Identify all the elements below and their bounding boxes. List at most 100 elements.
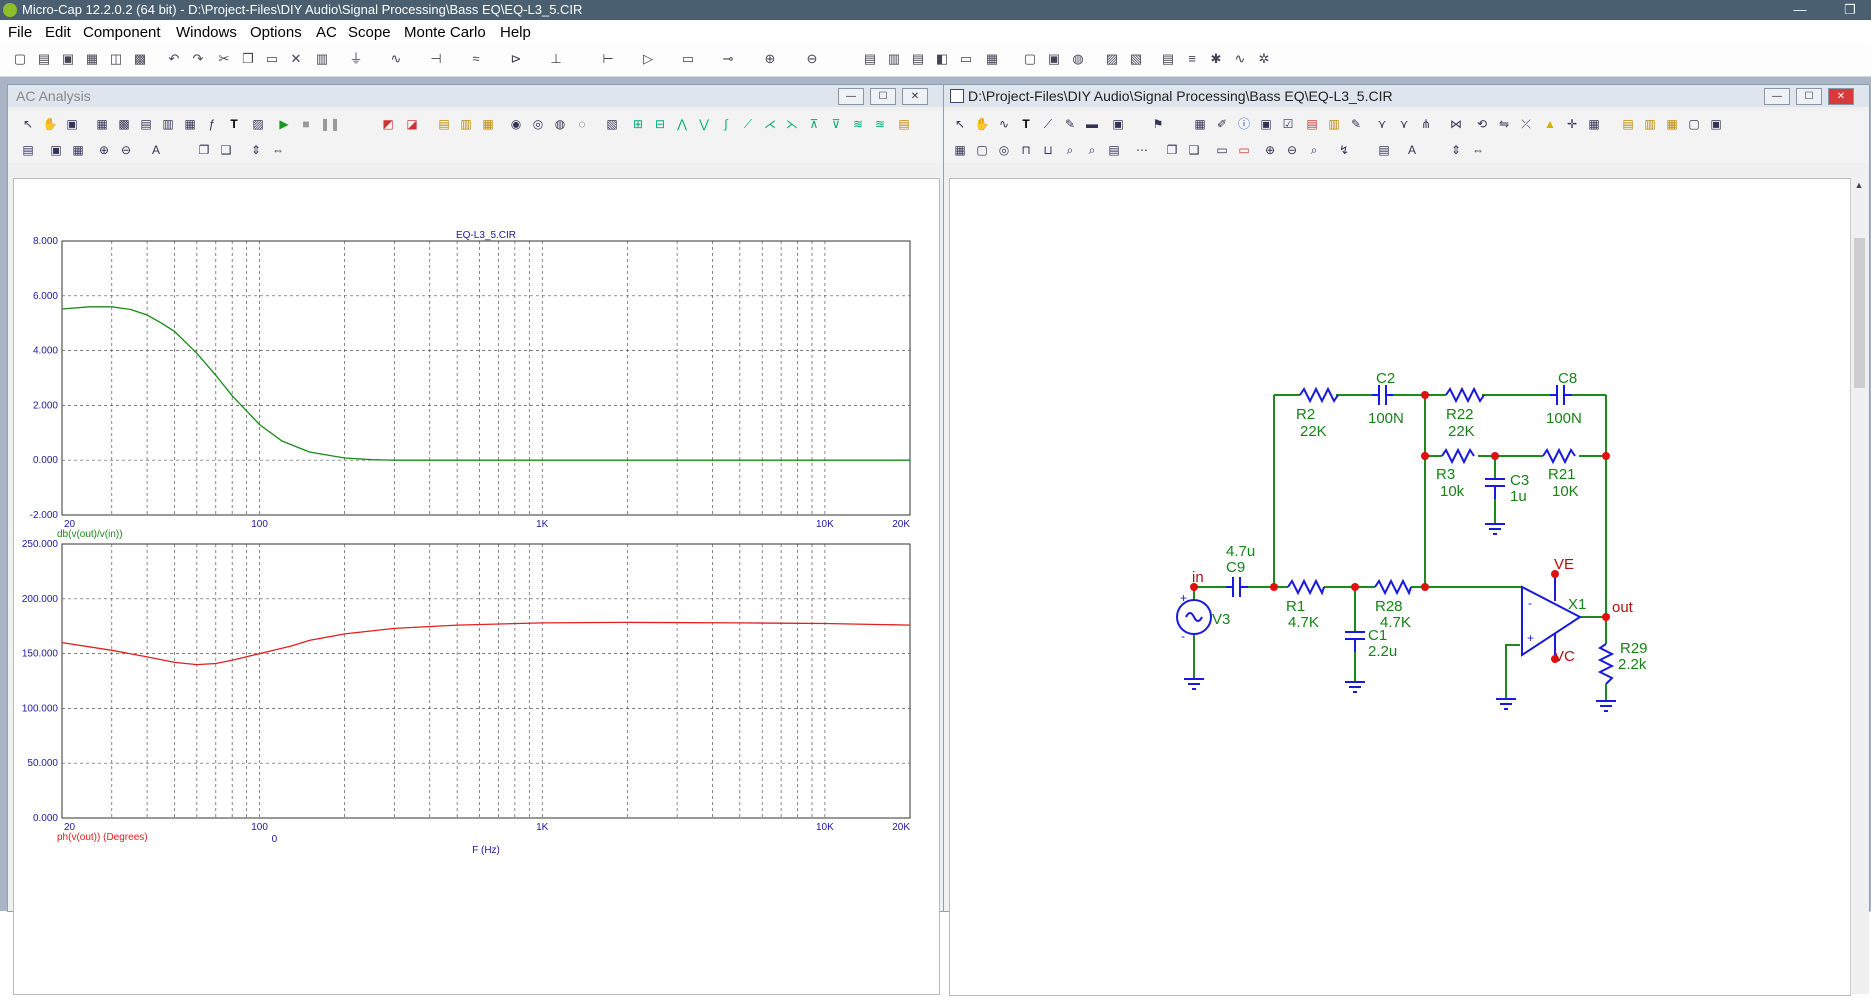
paste-icon[interactable]: ▭ <box>265 51 279 66</box>
sch-attr-icon[interactable]: ✎ <box>1350 117 1362 131</box>
capacitor-icon[interactable]: ⊣ <box>430 51 442 66</box>
sch-flip-icon[interactable]: ⋈ <box>1450 117 1462 131</box>
menu-edit[interactable]: Edit <box>45 24 71 41</box>
voltage-source-v3[interactable] <box>1176 599 1212 635</box>
bottom-icon[interactable]: ⊽ <box>831 117 841 131</box>
global-high-icon[interactable]: ⋌ <box>764 117 776 131</box>
cursor-icon[interactable]: ◩ <box>382 117 394 131</box>
copy-plot-icon[interactable]: ❐ <box>198 143 210 157</box>
formula-icon[interactable]: ƒ <box>208 117 216 131</box>
sch-probe-icon[interactable]: ▣ <box>1260 117 1272 131</box>
opamp-x1[interactable] <box>1521 585 1582 657</box>
zoom-reset-icon[interactable]: ◌ <box>578 117 586 131</box>
switch-icon[interactable]: ⊢ <box>602 51 614 66</box>
resistor-r2[interactable] <box>1299 386 1339 404</box>
settings-icon[interactable]: ✲ <box>1258 51 1270 66</box>
sch-find3-icon[interactable]: ▤ <box>1108 143 1120 157</box>
sch-zoom-fit-icon[interactable]: ⌕ <box>1310 143 1318 157</box>
vertical-scrollbar[interactable]: ▲ <box>1850 178 1869 994</box>
crosshair-icon[interactable]: ✛ <box>1566 117 1578 131</box>
sch-find2-icon[interactable]: ⌕ <box>1088 143 1096 157</box>
probe-icon[interactable]: ▨ <box>1105 51 1119 66</box>
sch-step2-icon[interactable]: ⊔ <box>1043 143 1053 157</box>
sch-rotate-icon[interactable]: ⟲ <box>1476 117 1488 131</box>
voltage-source-icon[interactable]: ⊕ <box>764 51 776 66</box>
wire[interactable] <box>1424 395 1607 617</box>
layout2-icon[interactable]: ▥ <box>460 117 472 131</box>
cursor2-icon[interactable]: ◪ <box>406 117 418 131</box>
stop-icon[interactable]: ■ <box>302 117 310 131</box>
sch-copy-icon[interactable]: ❐ <box>1166 143 1178 157</box>
list-view-icon[interactable]: ▤ <box>22 143 34 157</box>
capacitor-c3[interactable] <box>1485 478 1505 499</box>
scroll-up-icon[interactable]: ▲ <box>1854 180 1864 190</box>
check-icon[interactable]: ▧ <box>1129 51 1143 66</box>
inflection-icon[interactable]: ∫ <box>724 117 728 131</box>
copy-icon[interactable]: ❐ <box>242 51 254 66</box>
valley-icon[interactable]: ⊟ <box>654 117 666 131</box>
resistor-r22[interactable] <box>1445 386 1485 404</box>
low-icon[interactable]: ⋁ <box>699 117 709 131</box>
sch-pin-icon[interactable]: ▥ <box>1328 117 1340 131</box>
tools-icon[interactable]: ✱ <box>1210 51 1222 66</box>
layout-icon[interactable]: ▤ <box>438 117 450 131</box>
sch-pen-icon[interactable]: ✎ <box>1064 117 1076 131</box>
paste-plot-icon[interactable]: ❑ <box>220 143 232 157</box>
sch-doc-delete-icon[interactable]: ▭ <box>1238 143 1250 157</box>
sch-target-icon[interactable]: ◎ <box>998 143 1010 157</box>
sch-box-icon[interactable]: ▢ <box>976 143 988 157</box>
resistor-r21[interactable] <box>1542 447 1576 465</box>
scroll-thumb[interactable] <box>1854 238 1865 388</box>
sch-grid-icon[interactable]: ▦ <box>1194 117 1206 131</box>
menu-file[interactable]: File <box>8 24 33 41</box>
wire[interactable] <box>1505 644 1520 699</box>
capacitor-c1[interactable] <box>1345 631 1365 652</box>
graph4-icon[interactable]: ▦ <box>184 117 196 131</box>
sch-page2-icon[interactable]: ▥ <box>1644 117 1656 131</box>
sch-doc-icon[interactable]: ▭ <box>1216 143 1228 157</box>
font-icon[interactable]: A <box>151 143 160 157</box>
picture-icon[interactable]: ▨ <box>252 117 264 131</box>
sch-step-icon[interactable]: ⊓ <box>1021 143 1031 157</box>
ac-minimize-button[interactable]: — <box>838 88 864 105</box>
redo-icon[interactable]: ↷ <box>192 51 204 66</box>
sch-window2-icon[interactable]: ▣ <box>1710 117 1722 131</box>
capacitor-c8[interactable] <box>1550 385 1572 405</box>
transistor-icon[interactable]: ⊥ <box>550 51 562 66</box>
sch-paste-icon[interactable]: ▤ <box>1378 143 1390 157</box>
sch-copy2-icon[interactable]: ❑ <box>1188 143 1200 157</box>
undo-icon[interactable]: ↶ <box>168 51 180 66</box>
graph2-icon[interactable]: ▤ <box>140 117 152 131</box>
top-icon[interactable]: ⊼ <box>809 117 819 131</box>
sch-pan-icon[interactable]: ✋ <box>974 117 990 131</box>
select-arrow-icon[interactable]: ↖ <box>22 117 34 131</box>
current-source-icon[interactable]: ⊖ <box>806 51 818 66</box>
run-icon[interactable]: ▶ <box>279 117 289 131</box>
delete-icon[interactable]: ✕ <box>290 51 302 66</box>
sch-zoom-in-icon[interactable]: ⊕ <box>1264 143 1276 157</box>
resistor-r28[interactable] <box>1374 578 1412 596</box>
open-icon[interactable]: ▤ <box>37 51 51 66</box>
sch-route-icon[interactable]: ↯ <box>1338 143 1350 157</box>
menu-component[interactable]: Component <box>83 24 161 41</box>
find-icon[interactable]: ◫ <box>109 51 123 66</box>
sch-checkbox-icon[interactable]: ☑ <box>1282 117 1294 131</box>
sch-shape-icon[interactable]: ▣ <box>1112 117 1124 131</box>
zoom-box-icon[interactable]: ▣ <box>66 117 78 131</box>
ground-icon[interactable]: ⏚ <box>349 51 363 66</box>
align-vertical-icon[interactable]: ⇕ <box>250 143 262 157</box>
zoom-in-icon[interactable]: ⊕ <box>98 143 110 157</box>
new-icon[interactable]: ▢ <box>13 51 27 66</box>
sch-find-icon[interactable]: ⌕ <box>1066 143 1074 157</box>
export-icon[interactable]: ▤ <box>898 117 910 131</box>
hand-icon[interactable]: ✋ <box>42 117 58 131</box>
zoom-in-circle-icon[interactable]: ◉ <box>510 117 522 131</box>
globe-icon[interactable]: ◍ <box>1072 51 1084 66</box>
analysis-icon[interactable]: ∿ <box>1234 51 1246 66</box>
sch-zoom-out-icon[interactable]: ⊖ <box>1286 143 1298 157</box>
sch-line-icon[interactable]: ⟋ <box>1043 117 1053 131</box>
sch-node-icon[interactable]: ⋎ <box>1377 117 1387 131</box>
sch-text-icon[interactable]: T <box>1022 117 1030 131</box>
graph-icon[interactable]: ▩ <box>118 117 130 131</box>
graph3-icon[interactable]: ▥ <box>162 117 174 131</box>
